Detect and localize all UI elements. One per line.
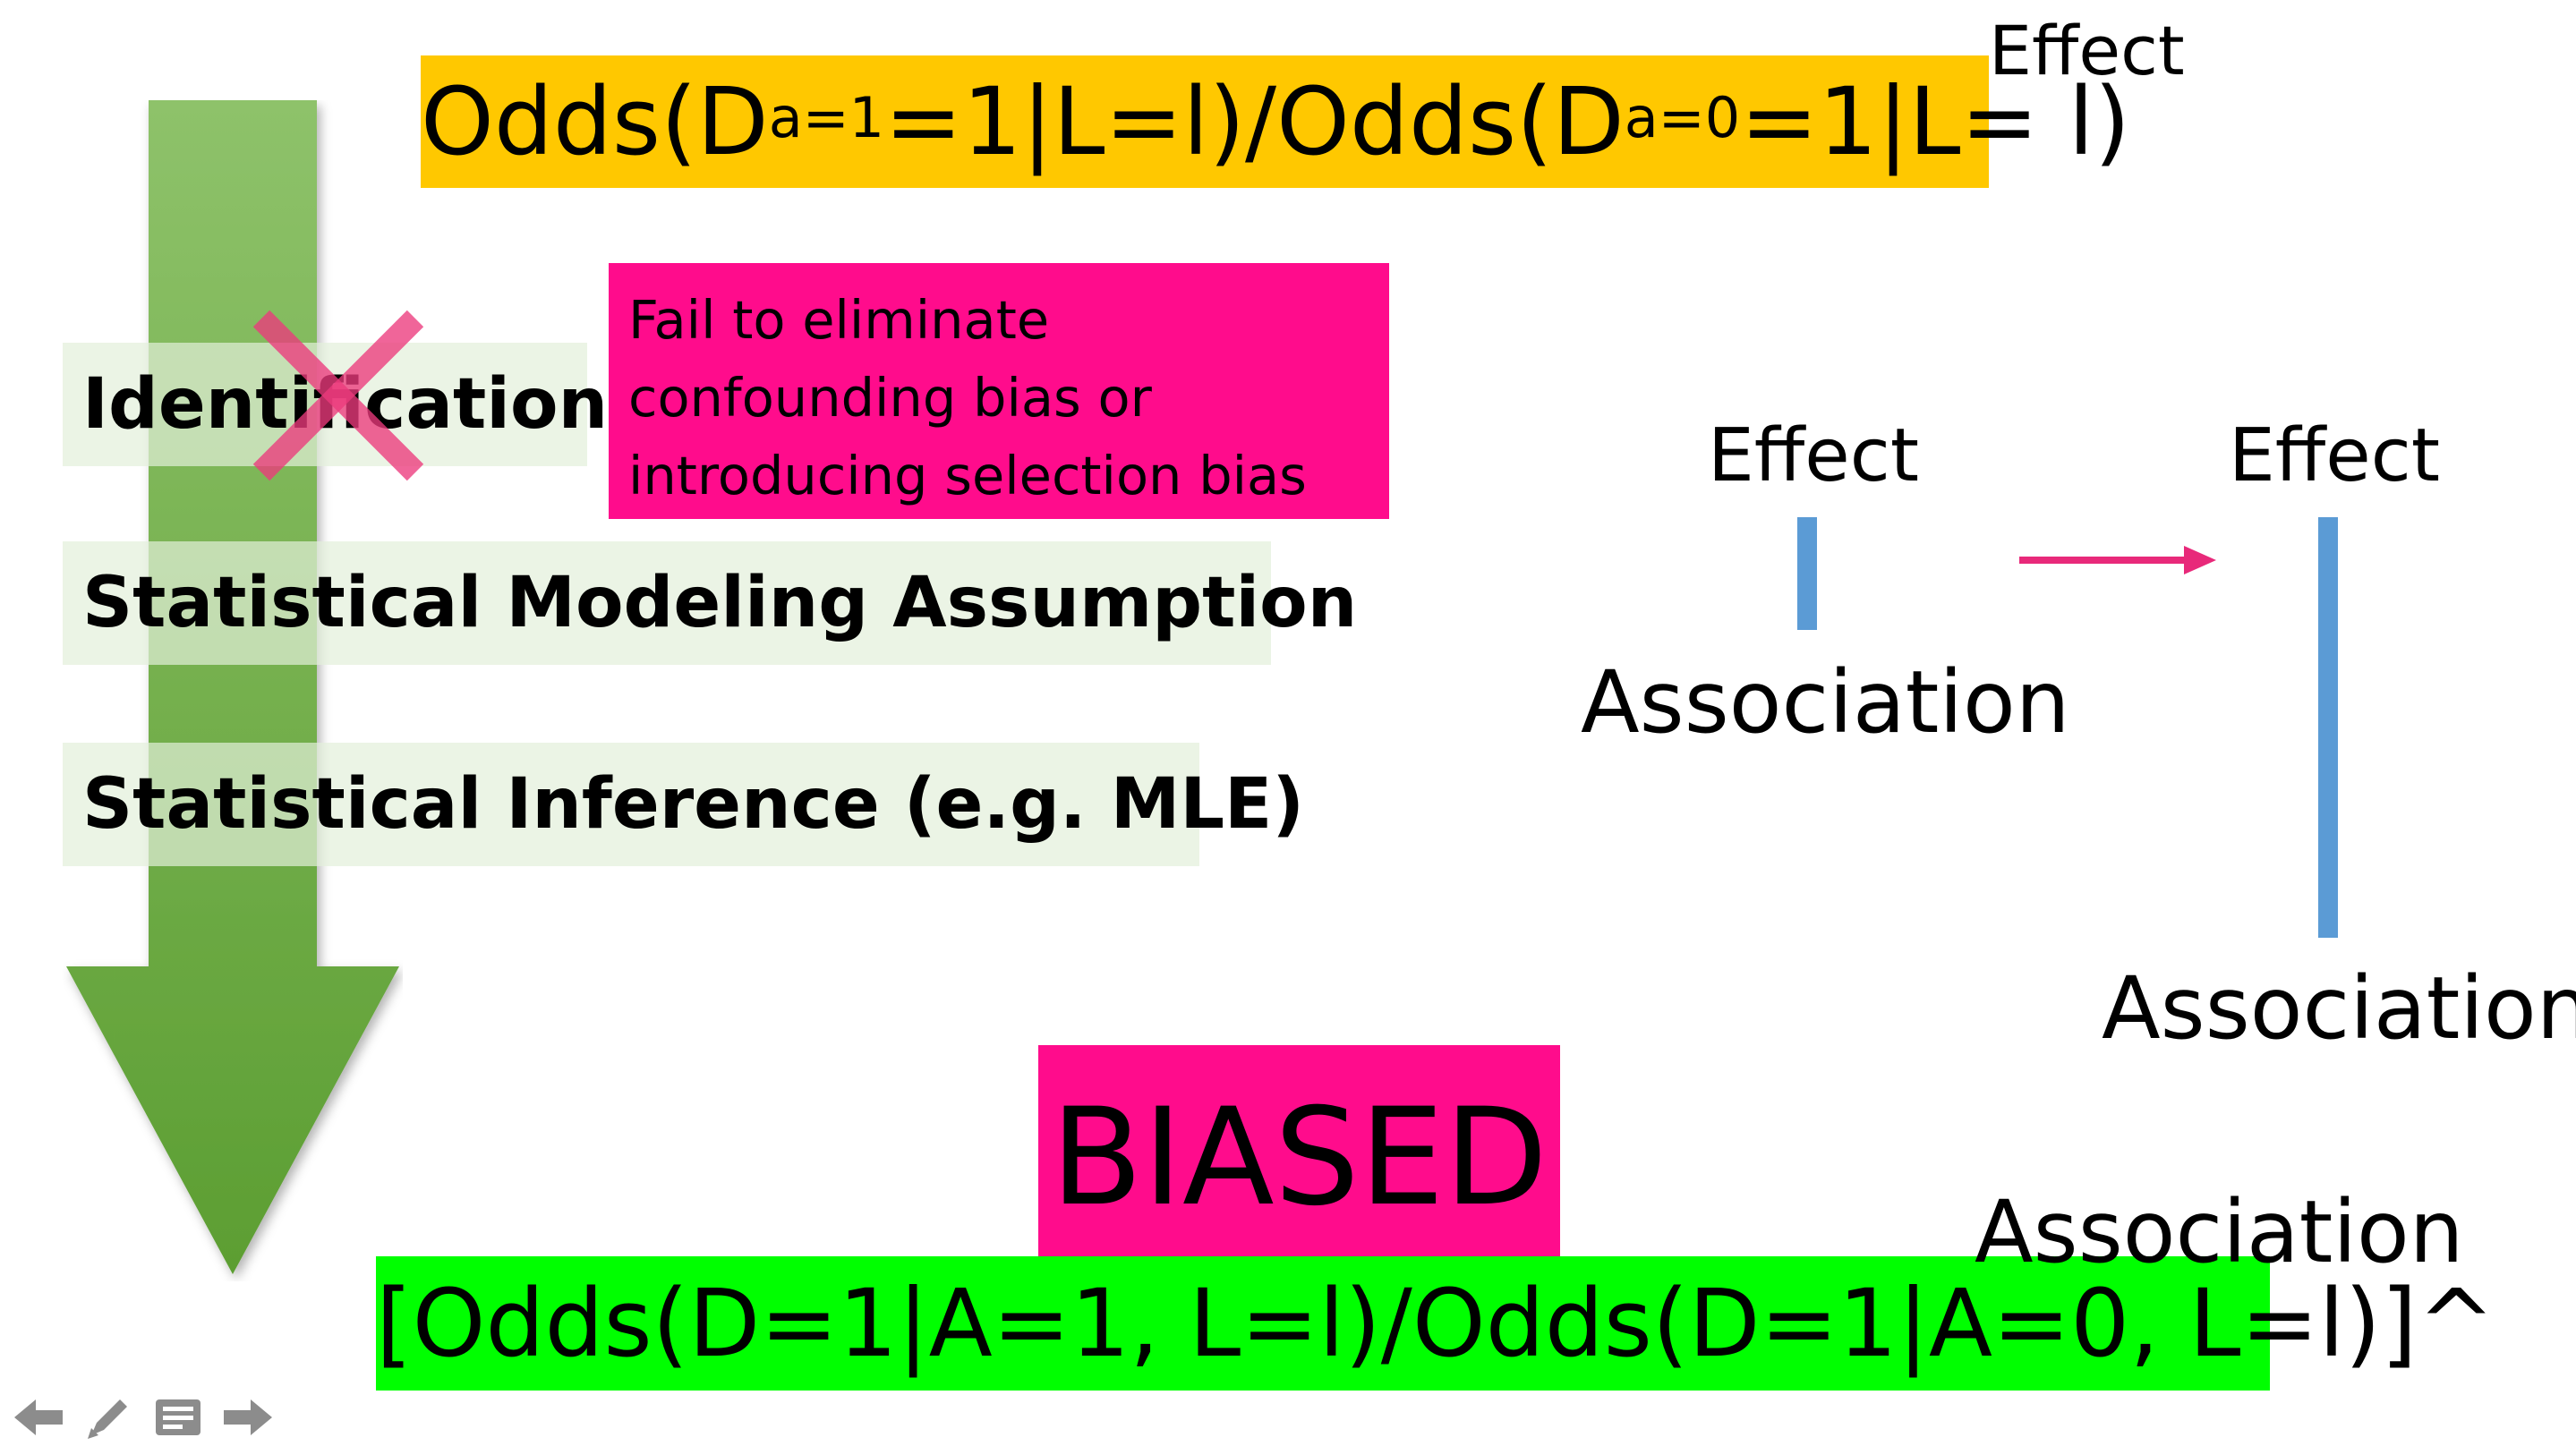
diagram-after-association: Association: [2102, 958, 2576, 1059]
diagram-before-gap-bar: [1797, 517, 1817, 630]
effect-formula: Odds(Da=1=1|L=l)/Odds(Da=0=1|L= l): [421, 55, 2130, 188]
cross-mark-icon: [252, 310, 424, 481]
formula-text: =1|L= l): [1740, 67, 2131, 176]
diagram-before-association: Association: [1581, 652, 2070, 753]
stage-modeling-assumption: Statistical Modeling Assumption: [63, 541, 1357, 665]
note-line: Fail to eliminate: [628, 289, 1050, 351]
flow-down-arrow: [66, 100, 399, 1274]
diagram-after-effect: Effect: [2229, 413, 2440, 498]
note-line: confounding bias or: [628, 367, 1152, 429]
formula-superscript: a=1: [768, 85, 885, 150]
formula-text: =1|L=l)/Odds(D: [884, 67, 1625, 176]
stage-inference: Statistical Inference (e.g. MLE): [63, 743, 1304, 866]
effect-formula-label: Effect: [1989, 11, 2185, 90]
arrow-left-icon[interactable]: [14, 1398, 64, 1441]
arrow-right-icon[interactable]: [222, 1398, 272, 1441]
pen-icon[interactable]: [84, 1392, 134, 1446]
notes-icon[interactable]: [154, 1398, 202, 1441]
slide-navigation: [14, 1392, 272, 1446]
note-line: introducing selection bias: [628, 445, 1307, 506]
formula-superscript: a=0: [1624, 85, 1741, 150]
stage-label: Statistical Inference (e.g. MLE): [82, 764, 1304, 845]
stage-label: Statistical Modeling Assumption: [82, 563, 1358, 643]
association-formula-label: Association: [1975, 1182, 2464, 1282]
association-formula: [Odds(D=1|A=1, L=l)/Odds(D=1|A=0, L=l)]^: [376, 1256, 2495, 1391]
bias-note: Fail to eliminate confounding bias or in…: [609, 263, 1389, 519]
shift-arrow-icon: [2019, 546, 2216, 574]
biased-verdict: BIASED: [1038, 1045, 1560, 1260]
diagram-before-effect: Effect: [1708, 413, 1919, 498]
formula-text: Odds(D: [421, 67, 769, 176]
diagram-after-gap-bar: [2318, 517, 2338, 938]
